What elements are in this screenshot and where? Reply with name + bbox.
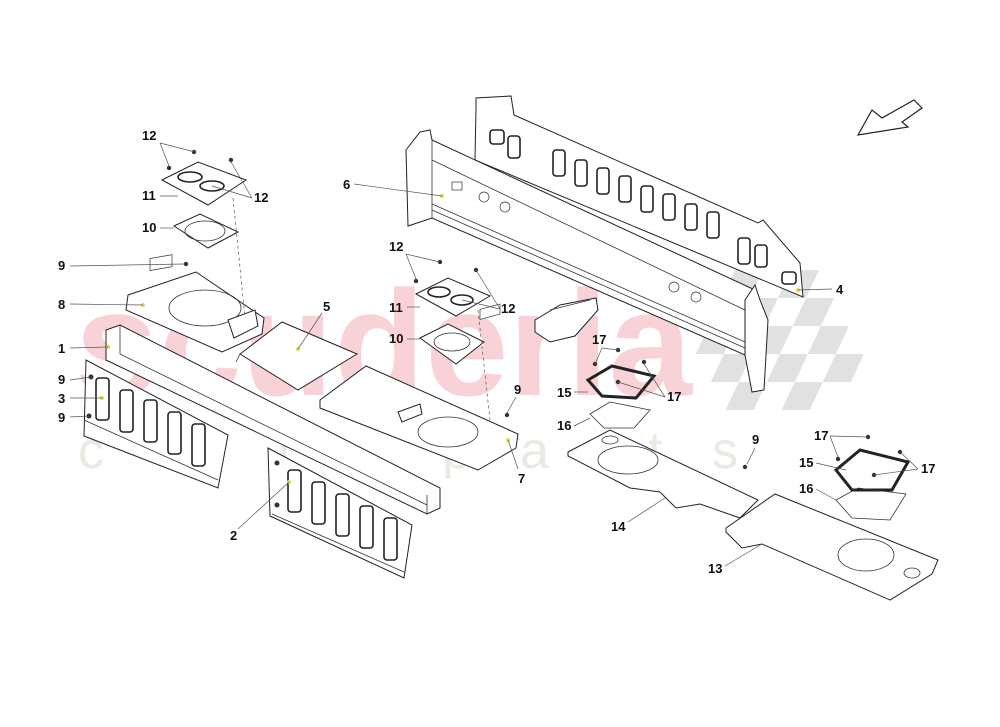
callout-4: 4 xyxy=(836,282,844,297)
part-5-tray xyxy=(235,321,359,391)
screw-icon xyxy=(413,278,419,284)
part-6-cross-beam xyxy=(405,129,769,393)
part-8-floor-plate xyxy=(125,254,265,353)
screw-icon xyxy=(183,261,189,267)
callout-5: 5 xyxy=(323,299,330,314)
callout-17: 17 xyxy=(814,428,828,443)
part-14-floor-plate xyxy=(567,429,759,519)
part-15-gasket-ring xyxy=(585,364,657,400)
screw-icon xyxy=(742,464,748,470)
callout-12: 12 xyxy=(254,190,268,205)
callout-10: 10 xyxy=(142,220,156,235)
callout-17: 17 xyxy=(921,461,935,476)
callout-14: 14 xyxy=(611,519,626,534)
leader-lines xyxy=(69,142,919,567)
center-cover-stack xyxy=(413,259,510,421)
callout-8: 8 xyxy=(58,297,65,312)
callout-labels: 12 12 11 10 9 8 1 9 3 9 5 2 6 12 12 11 1… xyxy=(58,128,935,576)
part-10-gasket xyxy=(419,323,485,365)
callout-11: 11 xyxy=(389,300,403,315)
part-1-front-beam xyxy=(105,324,441,515)
part-15-16-17-stack-a xyxy=(585,347,748,470)
part-16-seal xyxy=(835,487,907,521)
callout-13: 13 xyxy=(708,561,722,576)
callout-12: 12 xyxy=(501,301,515,316)
screw-icon xyxy=(504,412,510,418)
panel-4-slots xyxy=(489,129,797,285)
callout-11: 11 xyxy=(142,188,156,203)
callout-17: 17 xyxy=(592,332,606,347)
svg-text:s: s xyxy=(712,422,738,480)
part-4-bulkhead-panel xyxy=(474,95,804,298)
callout-15: 15 xyxy=(557,385,571,400)
beam-bracket xyxy=(534,297,599,343)
callout-9: 9 xyxy=(58,258,65,273)
callout-9: 9 xyxy=(752,432,759,447)
callout-2: 2 xyxy=(230,528,237,543)
screw-icon xyxy=(274,460,280,466)
callout-12: 12 xyxy=(142,128,156,143)
callout-7: 7 xyxy=(518,471,525,486)
screw-icon xyxy=(641,359,647,365)
callout-17: 17 xyxy=(667,389,681,404)
part-15-16-17-stack-b xyxy=(833,434,911,521)
arrow-down-left-icon xyxy=(856,99,923,136)
screw-icon xyxy=(835,456,841,462)
callout-9: 9 xyxy=(514,382,521,397)
part-13-floor-plate xyxy=(725,493,939,601)
callout-3: 3 xyxy=(58,391,65,406)
part-16-seal xyxy=(589,401,651,429)
svg-text:a: a xyxy=(520,422,549,480)
part-2-louvered-panel xyxy=(267,447,413,579)
callout-16: 16 xyxy=(557,418,571,433)
callout-9: 9 xyxy=(58,372,65,387)
part-15-gasket-ring xyxy=(833,448,911,492)
callout-6: 6 xyxy=(343,177,350,192)
callout-9: 9 xyxy=(58,410,65,425)
callout-10: 10 xyxy=(389,331,403,346)
callout-16: 16 xyxy=(799,481,813,496)
callout-15: 15 xyxy=(799,455,813,470)
callout-12: 12 xyxy=(389,239,403,254)
screw-icon xyxy=(228,157,234,163)
part-7-floor-plate xyxy=(319,303,519,471)
part-3-louvered-panel xyxy=(83,359,229,489)
screw-icon xyxy=(166,165,172,171)
callout-1: 1 xyxy=(58,341,65,356)
screw-icon xyxy=(274,502,280,508)
part-10-gasket xyxy=(172,213,240,249)
